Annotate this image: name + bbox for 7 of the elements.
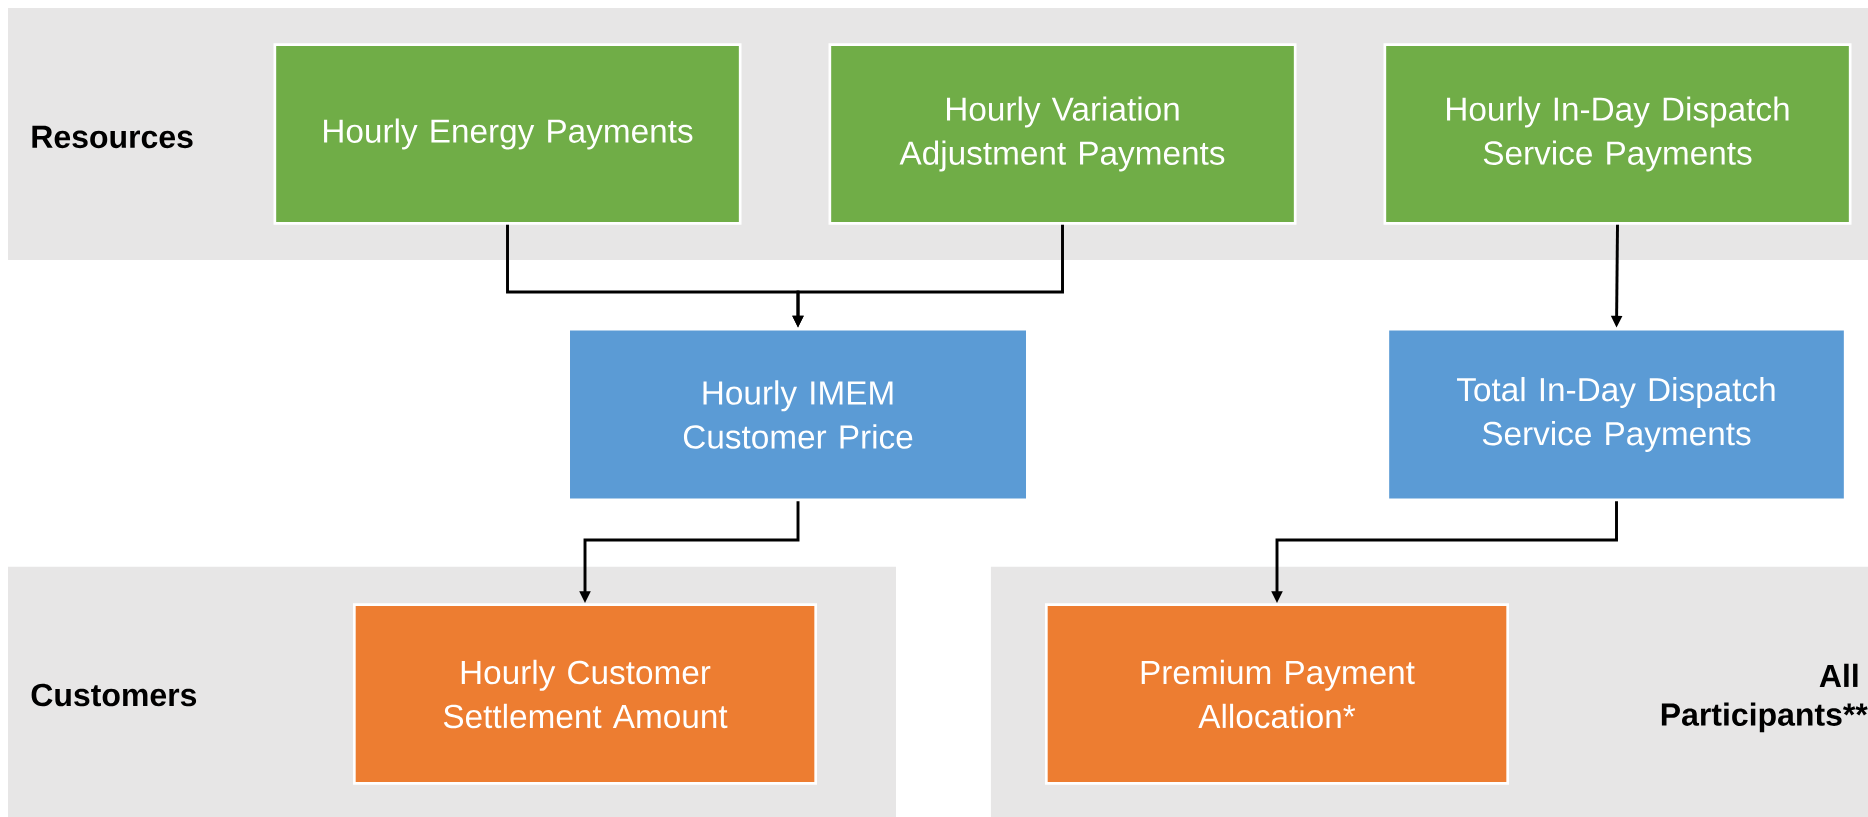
- process-box: Hourly Customer Settlement Amount: [353, 603, 817, 785]
- process-box: Hourly IMEM Customer Price: [567, 327, 1029, 502]
- process-box: Total In-Day Dispatch Service Payments: [1386, 327, 1847, 502]
- process-box: Hourly Energy Payments: [273, 43, 742, 225]
- process-box: Hourly Variation Adjustment Payments: [828, 43, 1297, 225]
- process-box: Hourly In-Day Dispatch Service Payments: [1383, 43, 1852, 225]
- process-box: Premium Payment Allocation*: [1045, 603, 1509, 785]
